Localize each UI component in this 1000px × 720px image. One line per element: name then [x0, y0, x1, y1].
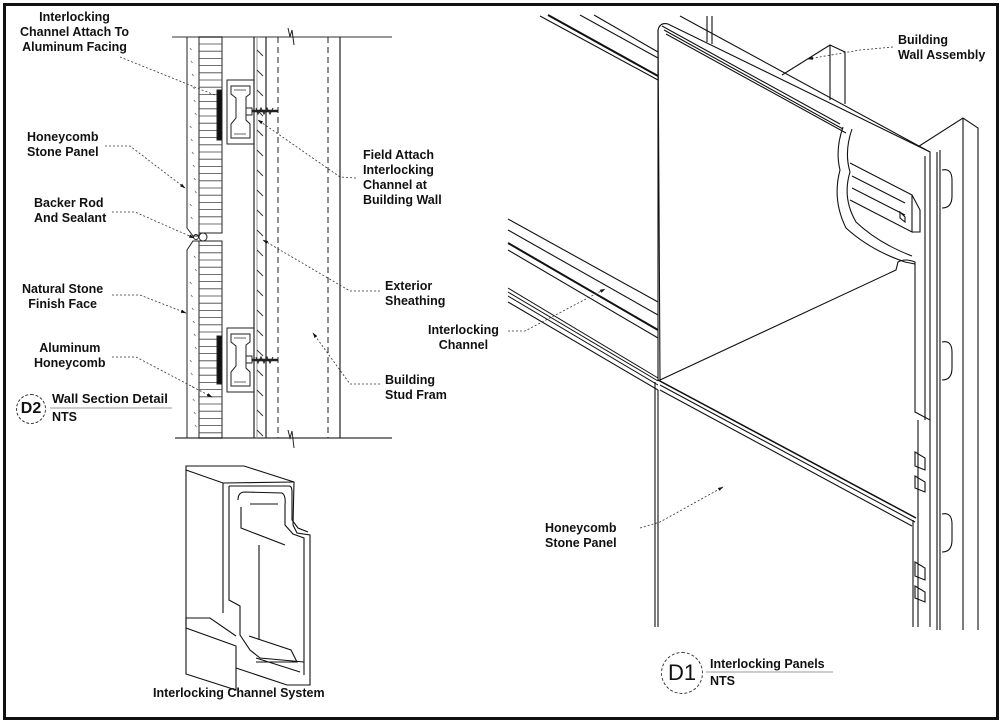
speckle-mark	[193, 333, 196, 337]
label-honeycomb-stone-panel-d2: Honeycomb Stone Panel	[27, 130, 99, 159]
stone-speckle	[189, 47, 197, 428]
break-symbol-top	[287, 27, 295, 46]
speckle-mark	[189, 47, 192, 51]
sheathing-hatch-line	[256, 49, 264, 57]
panel-joint	[654, 379, 917, 627]
studs	[706, 16, 979, 630]
speckle-mark	[192, 320, 195, 324]
sheathing-hatch-line	[256, 309, 264, 317]
speckle-mark	[192, 398, 195, 402]
speckle-mark	[190, 60, 193, 64]
sheathing-hatch-line	[256, 229, 264, 237]
speckle-mark	[194, 346, 197, 350]
speckle-mark	[191, 307, 194, 311]
speckle-mark	[189, 125, 192, 129]
stone-panel-upper-iso	[657, 23, 931, 421]
stud-slots	[941, 169, 953, 553]
speckle-mark	[191, 73, 194, 77]
sheathing-hatch-line	[256, 89, 264, 97]
channel-clips	[914, 451, 926, 603]
interlocking-channel-upper	[216, 79, 278, 145]
speckle-mark	[194, 112, 197, 116]
sheathing-hatch-line	[256, 289, 264, 297]
sheathing-hatch-line	[256, 269, 264, 277]
detail-bubble-d2: D2	[16, 394, 46, 424]
sheathing-hatch-line	[256, 129, 264, 137]
sheathing-hatch-line	[256, 69, 264, 77]
label-interlocking-channel: Interlocking Channel	[428, 323, 499, 352]
detail-bubble-d1: D1	[661, 652, 703, 694]
label-exterior-sheathing: Exterior Sheathing	[385, 279, 446, 308]
sheathing-hatch-line	[256, 369, 264, 377]
sheathing-hatch-line	[256, 249, 264, 257]
speckle-mark	[194, 424, 197, 428]
speckle-mark	[189, 281, 192, 285]
speckle-mark	[192, 164, 195, 168]
speckle-mark	[190, 138, 193, 142]
sealant	[193, 234, 199, 240]
label-natural-stone: Natural Stone Finish Face	[22, 282, 104, 311]
label-backer-rod: Backer Rod And Sealant	[34, 196, 107, 225]
sheathing-hatch-line	[256, 349, 264, 357]
speckle-mark	[192, 86, 195, 90]
detail-title-d1: Interlocking Panels	[710, 657, 825, 671]
speckle-mark	[194, 190, 197, 194]
sheathing-hatch-line	[256, 209, 264, 217]
sheathing-hatch-line	[256, 429, 264, 437]
speckle-mark	[190, 294, 193, 298]
sheathing-hatch-line	[256, 189, 264, 197]
detail-scale-d1: NTS	[710, 674, 735, 688]
speckle-mark	[189, 359, 192, 363]
interlocking-channel-system-iso	[185, 465, 311, 691]
speckle-mark	[190, 372, 193, 376]
sheathing-hatch-line	[256, 389, 264, 397]
leader-lines-d1	[508, 46, 894, 529]
speckle-mark	[189, 203, 192, 207]
backer-rod	[198, 232, 208, 242]
speckle-mark	[193, 411, 196, 415]
speckle-mark	[191, 151, 194, 155]
sheathing-hatch-line	[256, 169, 264, 177]
label-stud-frame: Building Stud Fram	[385, 373, 447, 402]
sheathing-hatch	[256, 49, 264, 437]
sheathing-hatch-line	[256, 329, 264, 337]
upper-rails	[539, 14, 931, 153]
interlocking-channel-rails	[507, 218, 659, 391]
sheathing-hatch-line	[256, 409, 264, 417]
speckle-mark	[193, 255, 196, 259]
label-aluminum-honeycomb: Aluminum Honeycomb	[34, 341, 106, 370]
channel-system-caption: Interlocking Channel System	[153, 686, 325, 700]
cutaway-reveal	[836, 126, 921, 265]
break-symbol-bottom	[287, 429, 295, 449]
interlocking-channel-lower	[216, 327, 278, 393]
detail-id-d2: D2	[20, 400, 42, 417]
detail-title-d2: Wall Section Detail	[52, 391, 168, 406]
drawing-border	[3, 3, 999, 720]
label-building-wall-assembly: Building Wall Assembly	[898, 33, 986, 62]
label-channel-attach: Interlocking Channel Attach To Aluminum …	[20, 10, 130, 54]
sheathing-hatch-line	[256, 149, 264, 157]
speckle-mark	[190, 216, 193, 220]
label-honeycomb-stone-panel-d1: Honeycomb Stone Panel	[545, 521, 617, 550]
label-field-attach: Field Attach Interlocking Channel at Bui…	[363, 148, 442, 207]
leader-lines-d2	[105, 56, 380, 398]
detail-scale-d2: NTS	[52, 410, 77, 424]
speckle-mark	[193, 99, 196, 103]
interlocking-panels-iso	[507, 14, 979, 673]
detail-id-d1: D1	[667, 660, 697, 685]
speckle-mark	[193, 177, 196, 181]
wall-section-detail	[50, 27, 392, 449]
speckle-mark	[194, 268, 197, 272]
